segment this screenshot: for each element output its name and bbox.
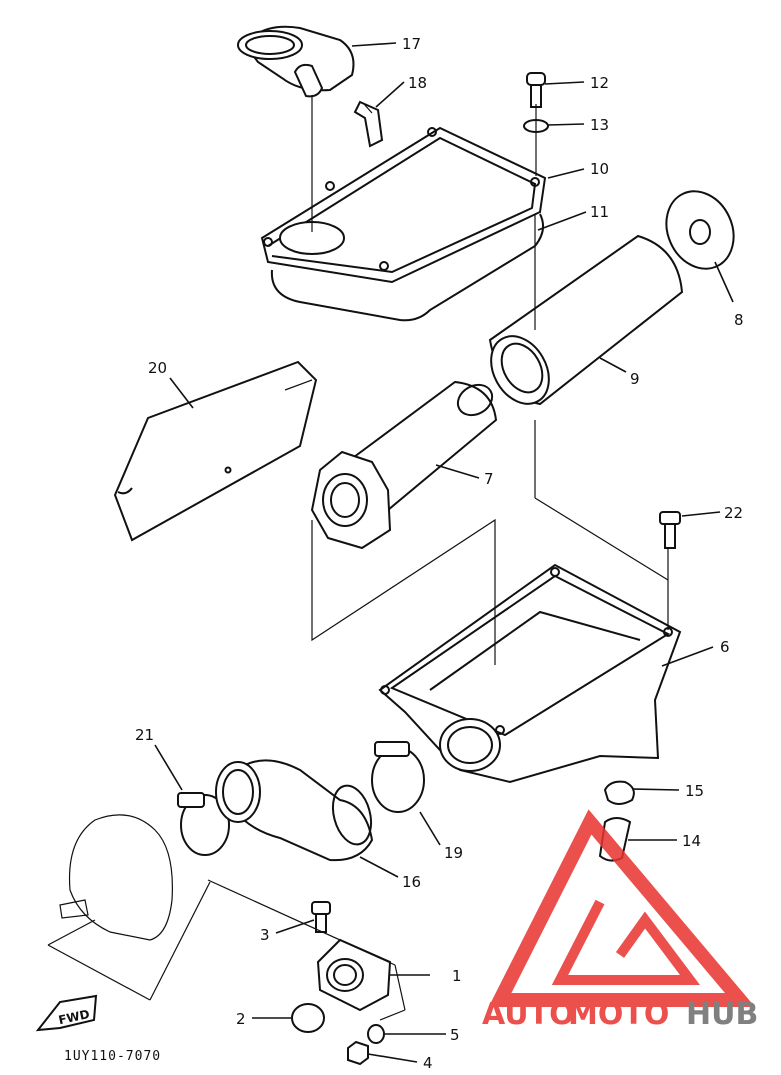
label-10: 10 [590,160,609,178]
part-4-nut [347,1040,369,1066]
part-19-hose-clamp [371,741,425,813]
diagram-code: 1UY110-7070 [64,1049,161,1064]
label-2: 2 [236,1010,246,1028]
watermark-text-moto: MOTO [568,997,669,1032]
part-2-o-ring [291,1003,325,1033]
fwd-text: FWD [57,1007,91,1027]
part-1-carburetor-joint [316,938,392,1012]
label-21: 21 [135,726,154,744]
part-10-case-cover [260,126,547,284]
label-17: 17 [402,35,421,53]
part-7-element-guide [310,380,498,550]
label-20: 20 [148,359,167,377]
part-number-labels: 17 18 12 13 10 11 8 9 20 7 22 6 21 15 14… [135,35,744,1072]
label-1: 1 [452,967,462,985]
carburetor-outline [47,814,211,1001]
label-7: 7 [484,470,494,488]
part-9-air-filter-element [488,234,684,406]
leader-lines [154,42,734,1063]
label-14: 14 [682,832,701,850]
label-6: 6 [720,638,730,656]
label-16: 16 [402,873,421,891]
watermark-text-hub: HUB [686,997,758,1032]
label-9: 9 [630,370,640,388]
part-5-washer [367,1024,385,1044]
label-5: 5 [450,1026,460,1044]
label-8: 8 [734,311,744,329]
fwd-arrow-icon: FWD [35,994,98,1032]
label-12: 12 [590,74,609,92]
label-15: 15 [685,782,704,800]
part-12-screw [526,72,546,108]
label-4: 4 [423,1054,433,1072]
label-13: 13 [590,116,609,134]
label-11: 11 [590,203,609,221]
part-6-air-filter-case [378,563,682,784]
watermark-logo-icon [488,809,756,1007]
part-11-cover-gasket [270,213,545,322]
part-16-intake-joint [215,759,374,862]
part-22-bolt [659,511,681,549]
watermark-text-auto: AUTO [482,997,575,1032]
part-20-plate [113,360,318,542]
part-21-hose-clamp [177,792,230,856]
label-19: 19 [444,844,463,862]
part-17-intake-cap [237,25,355,98]
part-3-screw [311,901,331,933]
watermark: AUTO MOTO HUB [482,809,758,1032]
part-18-elbow-hose [353,100,384,148]
assembly-lines [207,95,669,1021]
label-22: 22 [724,504,743,522]
label-18: 18 [408,74,427,92]
part-15-clip [603,780,635,805]
label-3: 3 [260,926,270,944]
